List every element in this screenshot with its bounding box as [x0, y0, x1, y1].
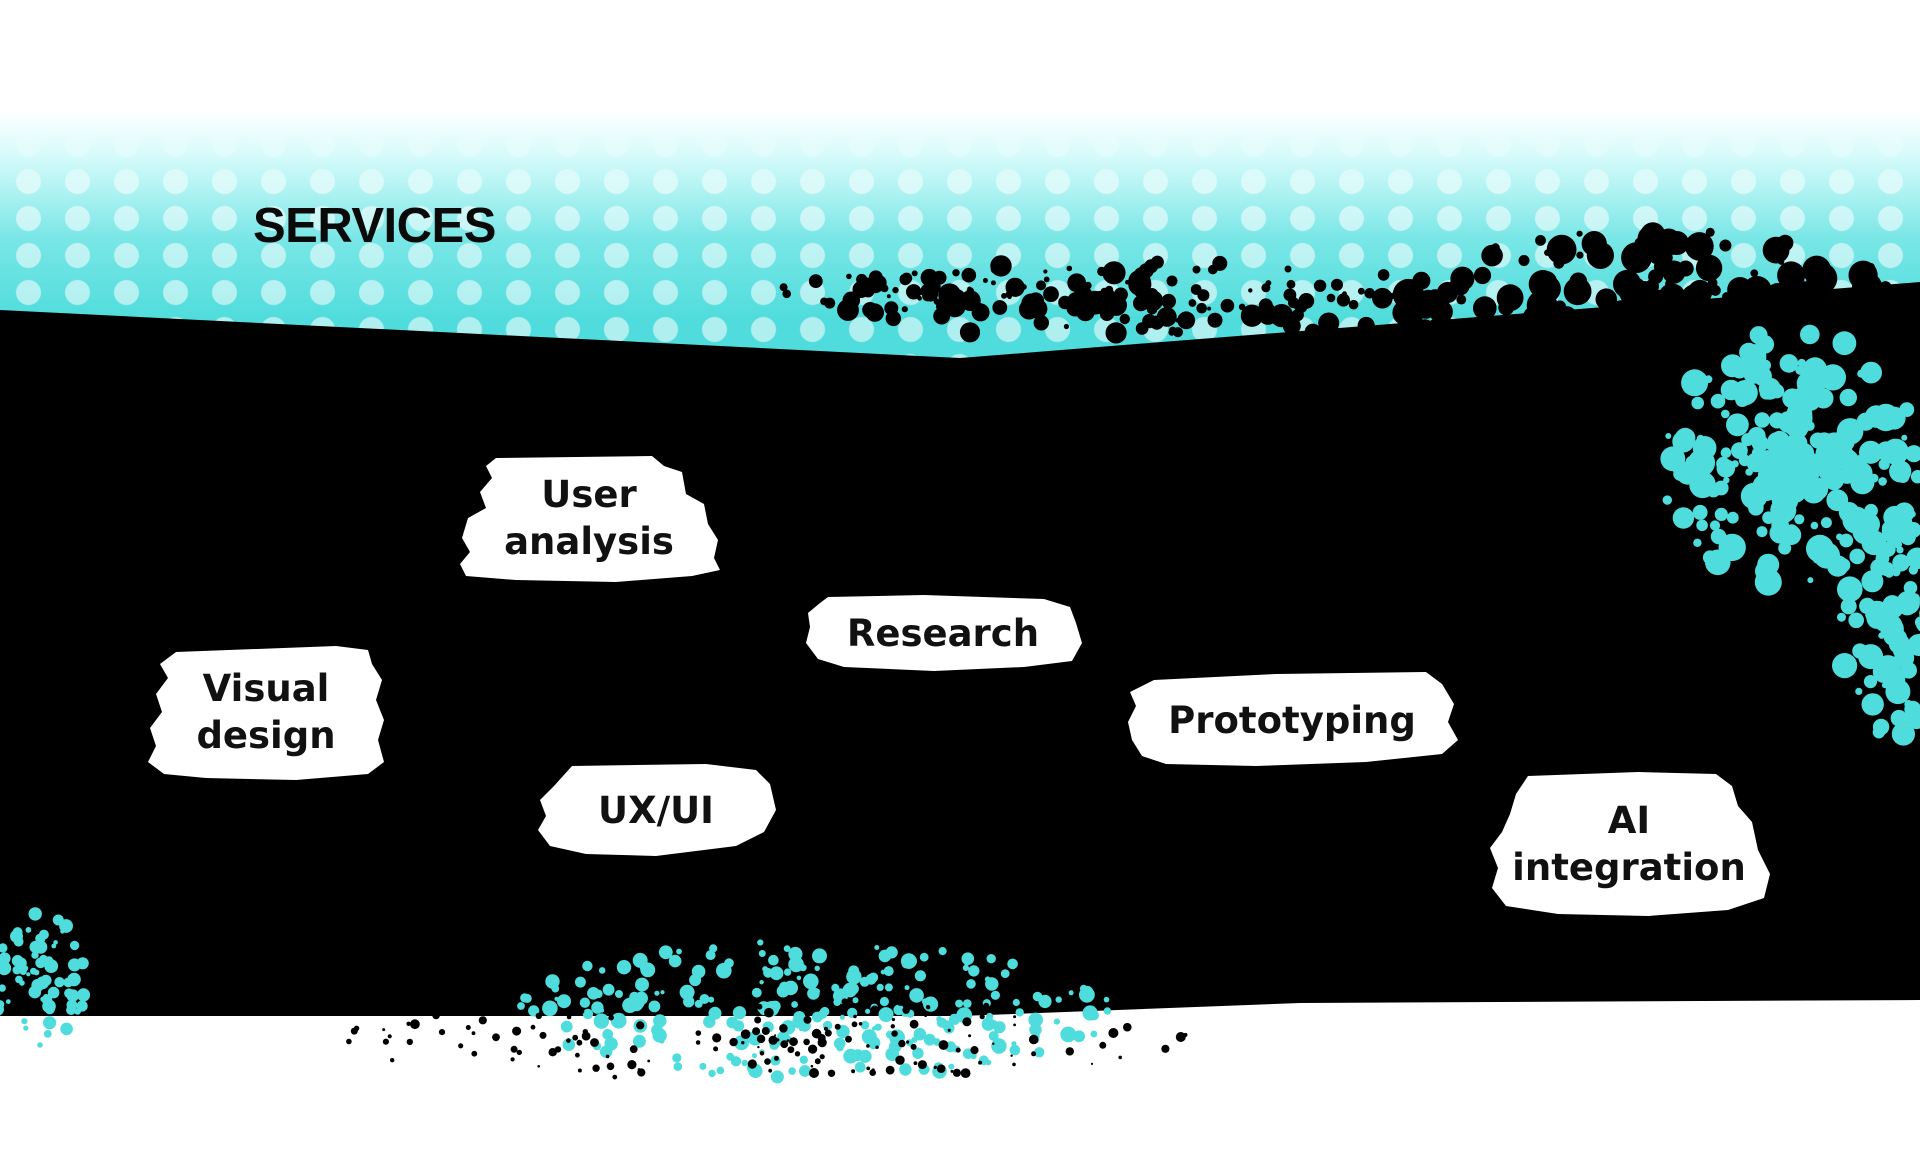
brush-stroke-shape	[1490, 772, 1770, 916]
brush-stroke-shape	[148, 646, 384, 780]
brush-stroke-shape	[806, 595, 1082, 671]
section-title: SERVICES	[253, 199, 496, 253]
brush-stroke-shape	[460, 456, 720, 582]
service-chip-ux-ui[interactable]: UX/UI	[536, 760, 776, 860]
chip-label: User analysis	[504, 473, 674, 563]
chip-label: AI integration	[1512, 799, 1746, 889]
service-chip-user-analysis[interactable]: User analysis	[456, 452, 722, 584]
service-chip-ai-integration[interactable]: AI integration	[1488, 770, 1770, 918]
brush-stroke-shape	[538, 764, 776, 856]
service-chip-visual-design[interactable]: Visual design	[146, 642, 386, 782]
chip-label: UX/UI	[598, 788, 714, 832]
service-chip-research[interactable]: Research	[804, 593, 1082, 673]
chip-label: Visual design	[196, 667, 336, 757]
chip-label: Research	[846, 611, 1040, 655]
chip-label: Prototyping	[1168, 698, 1416, 742]
service-chip-prototyping[interactable]: Prototyping	[1126, 670, 1458, 770]
brush-stroke-shape	[1128, 672, 1458, 766]
